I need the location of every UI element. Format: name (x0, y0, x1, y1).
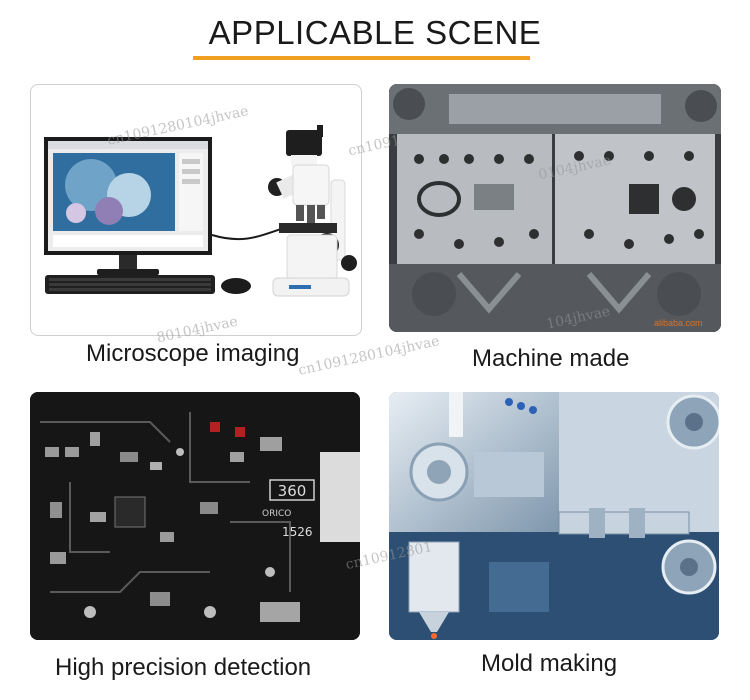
caption-machine-made: Machine made (472, 345, 630, 372)
caption-mold-making: Mold making (481, 650, 618, 677)
board-brand-label: ORICO (262, 509, 291, 519)
watermark-5: cn1091280104jhvae (296, 333, 441, 379)
board-code-label: 1526 (282, 525, 313, 539)
mold-making-image (389, 392, 719, 640)
board-model-label: 360 (278, 482, 307, 500)
title-underline (193, 56, 530, 60)
caption-high-precision-detection: High precision detection (55, 654, 312, 681)
page-title: APPLICABLE SCENE (208, 14, 542, 51)
machine-made-image (389, 84, 721, 332)
caption-microscope-imaging: Microscope imaging (86, 340, 300, 367)
microscope-imaging-image (30, 84, 362, 336)
alibaba-mark: alibaba.com (654, 318, 703, 328)
high-precision-detection-image: 360 ORICO 1526 (30, 392, 360, 640)
